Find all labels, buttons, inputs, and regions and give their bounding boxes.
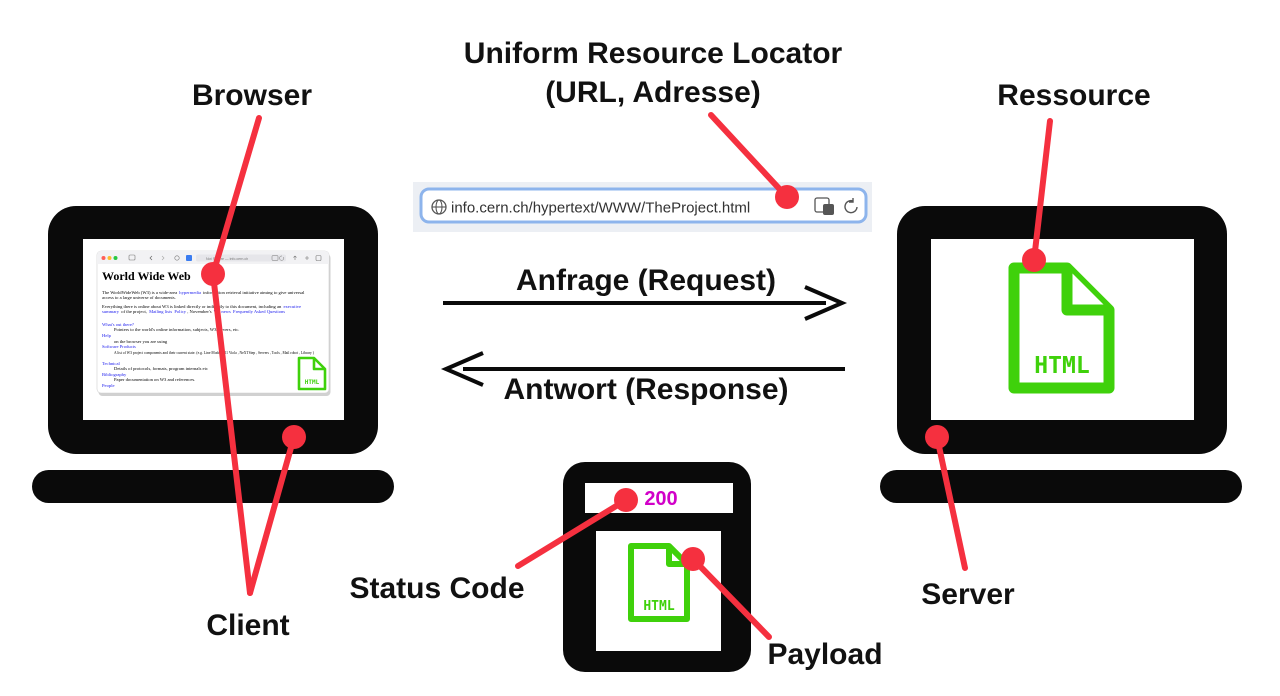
mailing-lists-link[interactable]: Mailing lists xyxy=(149,309,172,314)
zoom-dot-icon[interactable] xyxy=(113,256,118,260)
payload-html-label: HTML xyxy=(643,599,674,614)
response-package: 200 HTML xyxy=(563,462,751,672)
translate-icon[interactable] xyxy=(814,197,834,215)
technical-desc: Details of protocols, formats, program i… xyxy=(114,366,208,372)
pointer-lines xyxy=(210,112,1053,640)
browser-window: Not Secure — info.cern.ch World Wide Web… xyxy=(96,250,331,396)
url-dot xyxy=(775,185,799,209)
software-products-desc: A list of W3 project components and thei… xyxy=(114,350,314,356)
url-text: info.cern.ch/hypertext/WWW/TheProject.ht… xyxy=(451,200,750,217)
webpage-para2-line1: Everything there is online about W3 is l… xyxy=(102,304,301,310)
people-link[interactable]: People xyxy=(102,383,115,388)
html-file-icon: HTML xyxy=(1008,262,1115,394)
client-label: Client xyxy=(206,609,289,642)
bibliography-link[interactable]: Bibliography xyxy=(102,372,127,377)
server-pointer xyxy=(934,434,968,571)
translate-icon[interactable] xyxy=(271,255,279,261)
payload-dot xyxy=(681,547,705,571)
payload-pointer xyxy=(690,556,772,640)
status-dot xyxy=(614,488,638,512)
payload-html-file-icon: HTML xyxy=(628,543,690,622)
server-label: Server xyxy=(921,578,1015,611)
url-label-line2: (URL, Adresse) xyxy=(545,76,761,109)
html-file-label: HTML xyxy=(1034,353,1089,379)
reload-icon[interactable] xyxy=(279,255,285,261)
request-arrow xyxy=(443,285,848,321)
resource-label: Ressource xyxy=(997,79,1150,112)
client-pointer-laptop xyxy=(247,434,297,596)
status-code-label: Status Code xyxy=(349,572,524,605)
back-icon[interactable] xyxy=(149,255,153,261)
browser-pointer xyxy=(210,115,262,277)
extension-icon[interactable] xyxy=(186,255,192,261)
help-link[interactable]: Help xyxy=(102,333,112,338)
webpage-intro-2: information retrieval initiative aiming … xyxy=(203,290,305,295)
browser-label: Browser xyxy=(192,79,312,112)
response-arrow xyxy=(440,351,845,387)
pointer-dots xyxy=(201,185,1046,571)
webpage-intro-line3: access to a large universe of documents. xyxy=(102,295,176,300)
executive-link[interactable]: executive xyxy=(283,304,301,309)
webpage-intro-1: The WorldWideWeb (W3) is a wide-area xyxy=(102,290,177,295)
url-pointer xyxy=(708,112,790,200)
request-label: Anfrage (Request) xyxy=(516,264,776,297)
client-laptop-base xyxy=(32,470,394,503)
url-address-bar[interactable]: info.cern.ch/hypertext/WWW/TheProject.ht… xyxy=(413,182,872,232)
browser-dot xyxy=(201,262,225,286)
hypermedia-link[interactable]: hypermedia xyxy=(179,290,201,295)
sidebar-toggle-icon[interactable] xyxy=(128,254,136,261)
webpage-para2-2: of the project, xyxy=(121,309,147,315)
response-label: Antwort (Response) xyxy=(504,373,789,406)
share-icon[interactable] xyxy=(293,255,297,260)
small-html-label: HTML xyxy=(305,379,320,386)
summary-link[interactable]: summary xyxy=(102,309,120,314)
client-pointer-browser xyxy=(210,271,253,596)
url-field[interactable] xyxy=(419,187,868,224)
w3-news-link[interactable]: W3 news xyxy=(214,309,231,314)
server-laptop-base xyxy=(880,470,1242,503)
forward-icon[interactable] xyxy=(161,255,165,261)
webpage-intro-line1: The WorldWideWeb (W3) is a wide-area hyp… xyxy=(102,290,305,295)
help-desc: on the browser you are using xyxy=(114,339,168,344)
server-laptop-dot xyxy=(925,425,949,449)
bibliography-desc: Paper documentation on W3 and references… xyxy=(114,377,195,382)
technical-link[interactable]: Technical xyxy=(102,361,121,366)
browser-address-text: Not Secure — info.cern.ch xyxy=(206,257,248,261)
software-products-link[interactable]: Software Products xyxy=(102,344,136,349)
reload-icon[interactable] xyxy=(844,198,858,214)
url-label-line1: Uniform Resource Locator xyxy=(464,37,843,70)
tabs-overview-icon[interactable] xyxy=(315,255,322,261)
webpage-para2-1: Everything there is online about W3 is l… xyxy=(102,304,282,310)
webpage-para2-line2: summary of the project, Mailing lists Po… xyxy=(102,309,285,315)
globe-icon xyxy=(431,199,447,215)
minimize-dot-icon[interactable] xyxy=(107,256,112,260)
close-dot-icon[interactable] xyxy=(101,256,106,260)
small-html-file-icon: HTML xyxy=(297,356,327,391)
client-laptop-dot xyxy=(282,425,306,449)
whats-out-there-desc: Pointers to the world's online informati… xyxy=(114,327,239,333)
new-tab-icon[interactable] xyxy=(305,256,309,260)
webpage-title: World Wide Web xyxy=(102,269,191,283)
resource-pointer xyxy=(1031,118,1053,263)
whats-out-there-link[interactable]: What's out there? xyxy=(102,322,134,327)
faq-link[interactable]: Frequently Asked Questions xyxy=(233,309,285,314)
payload-label: Payload xyxy=(767,638,882,671)
resource-dot xyxy=(1022,248,1046,272)
shield-icon xyxy=(174,255,180,261)
status-pointer xyxy=(515,497,629,569)
policy-link[interactable]: Policy xyxy=(174,309,186,314)
webpage-para2-3: , November's xyxy=(187,309,212,315)
status-code-value: 200 xyxy=(644,488,677,510)
